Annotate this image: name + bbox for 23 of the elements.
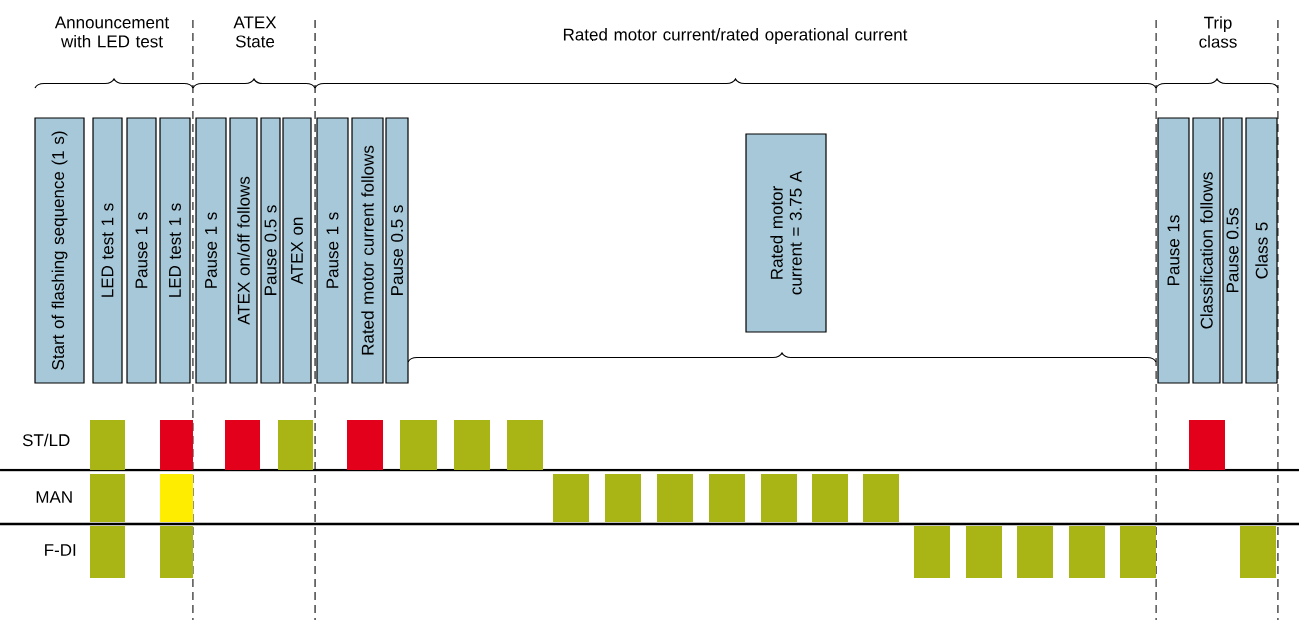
timing-box: LED test 1 s <box>92 117 123 384</box>
timing-box: Pause 1 s <box>195 117 227 384</box>
timing-box: Pause 0.5 s <box>260 117 281 384</box>
timing-box: Pause 1 s <box>126 117 157 384</box>
row-label: ST/LD <box>22 433 70 447</box>
timing-box: Pause 0.5s <box>1222 117 1243 384</box>
timing-box: Classification follows <box>1192 117 1221 384</box>
timing-box: Class 5 <box>1245 117 1278 384</box>
section-heading: ATEX State <box>233 16 277 48</box>
timing-box: Pause 0.5 s <box>385 117 409 384</box>
timing-box: Pause 1s <box>1157 117 1190 384</box>
timing-box: ATEX on/off follows <box>229 117 258 384</box>
section-heading: Rated motor current/rated operational current <box>563 28 908 44</box>
row-label: MAN <box>36 491 72 503</box>
timing-box: Rated motor current follows <box>351 117 384 384</box>
section-heading: Trip class <box>1199 16 1237 48</box>
timing-box: ATEX on <box>282 117 312 384</box>
timing-box: Pause 1 s <box>316 117 349 384</box>
timing-box: LED test 1 s <box>159 117 191 384</box>
timing-box: Rated motor current = 3.75 A <box>745 133 827 333</box>
row-label: F-DI <box>45 544 76 556</box>
timing-box: Start of flashing sequence (1 s) <box>34 117 85 384</box>
section-heading: Announcement with LED test <box>54 16 170 48</box>
